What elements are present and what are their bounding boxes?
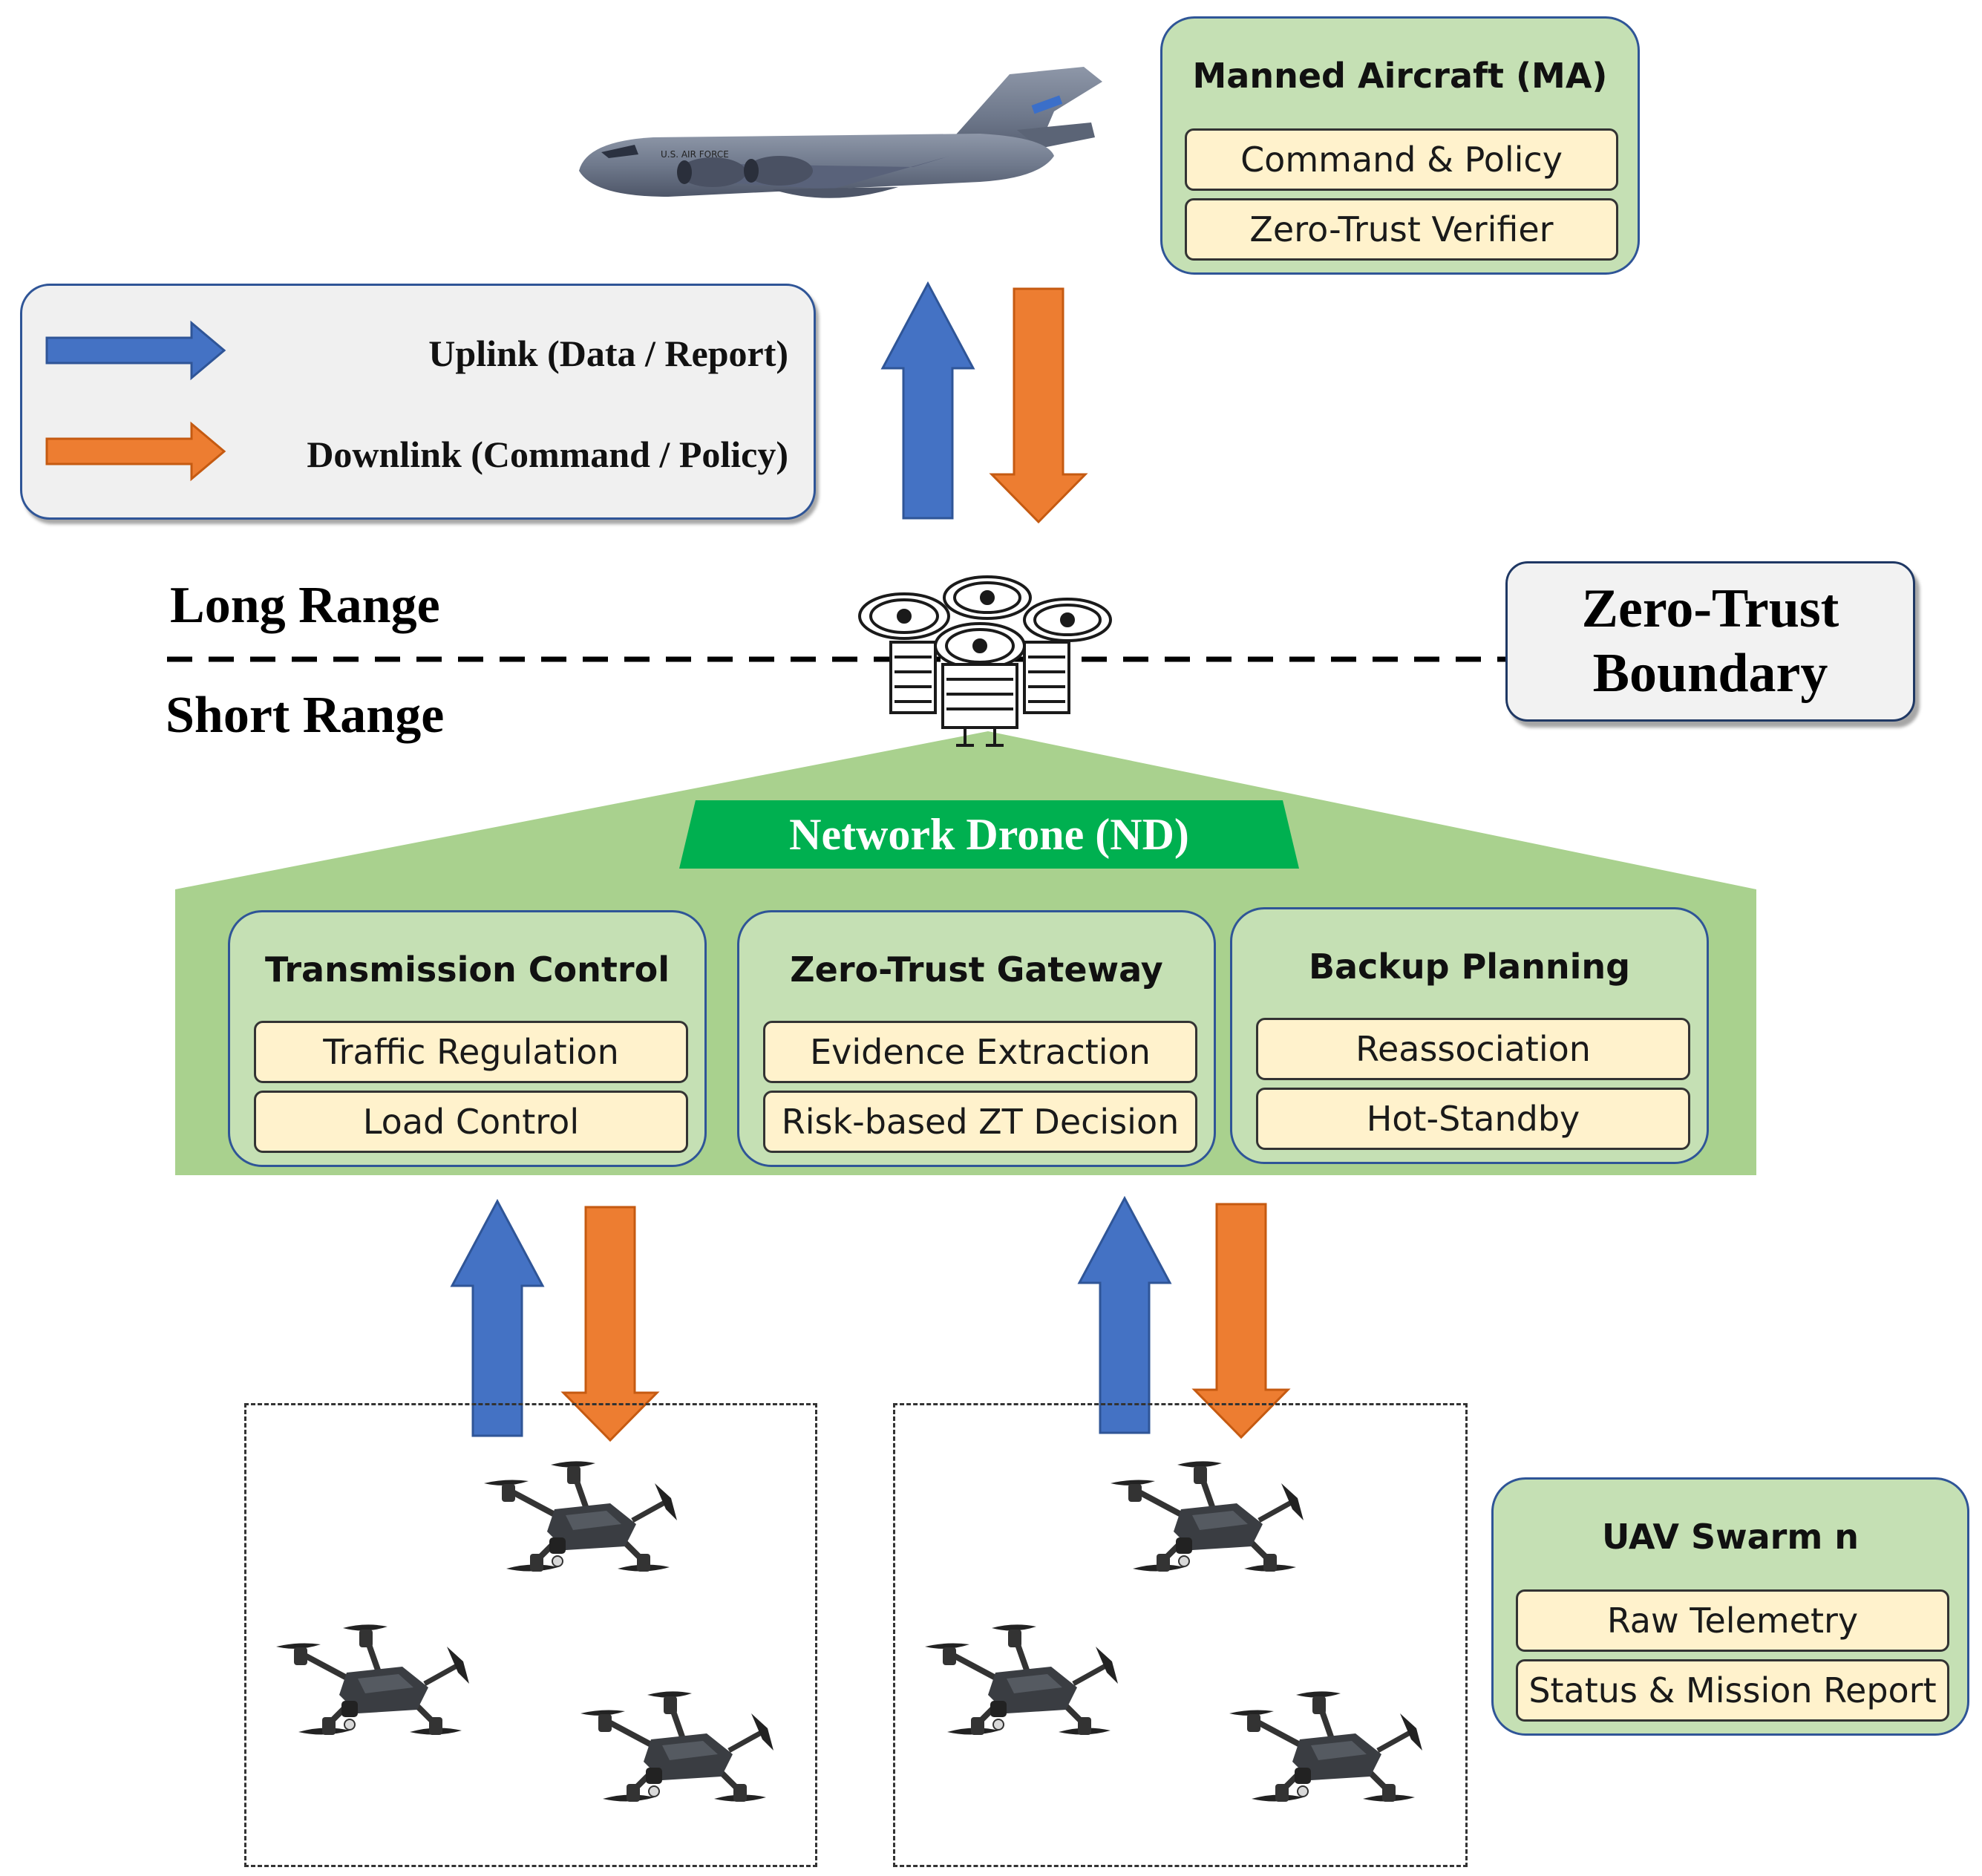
uplink-arrow-swarm-2 xyxy=(1077,1195,1172,1434)
quadcopter-drone-icon xyxy=(477,1450,692,1591)
network-drone-title: Network Drone (ND) xyxy=(789,810,1189,859)
network-drone-title-banner xyxy=(679,800,1299,869)
transmission-control-module: Transmission Control Traffic Regulation … xyxy=(228,910,707,1167)
aircraft-icon: U.S. AIR FORCE xyxy=(579,67,1102,198)
uav-swarm-panel: UAV Swarm n Raw Telemetry Status & Missi… xyxy=(1491,1477,1969,1736)
quadcopter-drone-icon xyxy=(1222,1680,1437,1821)
manned-aircraft-title: Manned Aircraft (MA) xyxy=(1192,56,1608,96)
reassociation-item: Reassociation xyxy=(1256,1018,1690,1080)
short-range-label: Short Range xyxy=(166,687,445,744)
network-drone-icon xyxy=(858,575,1112,747)
status-mission-report-item: Status & Mission Report xyxy=(1516,1659,1949,1722)
zero-trust-verifier-item: Zero-Trust Verifier xyxy=(1185,198,1618,261)
hot-standby-item: Hot-Standby xyxy=(1256,1088,1690,1150)
zero-trust-boundary-line1: Zero-Trust xyxy=(1581,578,1839,639)
quadcopter-drone-icon xyxy=(269,1613,484,1754)
quadcopter-drone-icon xyxy=(573,1680,788,1821)
load-control-item: Load Control xyxy=(254,1091,688,1153)
quadcopter-drone-icon xyxy=(1103,1450,1318,1591)
uplink-legend-arrow xyxy=(45,320,226,381)
downlink-arrow-swarm-1 xyxy=(560,1206,660,1442)
zero-trust-gateway-module: Zero-Trust Gateway Evidence Extraction R… xyxy=(737,910,1216,1167)
uav-swarm-group-1 xyxy=(244,1403,817,1867)
transmission-control-title: Transmission Control xyxy=(265,950,670,990)
zero-trust-boundary-box: Zero-Trust Boundary xyxy=(1505,561,1915,722)
downlink-legend-arrow xyxy=(45,421,226,482)
long-range-label: Long Range xyxy=(170,577,440,634)
uav-swarm-title: UAV Swarm n xyxy=(1601,1517,1860,1557)
quadcopter-drone-icon xyxy=(918,1613,1133,1754)
downlink-arrow-long-range xyxy=(989,287,1088,524)
evidence-extraction-item: Evidence Extraction xyxy=(763,1021,1197,1083)
backup-planning-module: Backup Planning Reassociation Hot-Standb… xyxy=(1230,907,1709,1164)
risk-based-zt-decision-item: Risk-based ZT Decision xyxy=(763,1091,1197,1153)
legend: Uplink (Data / Report) Downlink (Command… xyxy=(20,284,816,520)
uav-swarm-group-2 xyxy=(893,1403,1468,1867)
command-policy-item: Command & Policy xyxy=(1185,128,1618,191)
svg-text:U.S. AIR FORCE: U.S. AIR FORCE xyxy=(661,149,729,160)
downlink-arrow-swarm-2 xyxy=(1191,1203,1291,1439)
backup-planning-title: Backup Planning xyxy=(1308,947,1631,987)
raw-telemetry-item: Raw Telemetry xyxy=(1516,1589,1949,1652)
uplink-arrow-swarm-1 xyxy=(450,1198,545,1437)
zero-trust-boundary-line xyxy=(167,656,1522,662)
uplink-arrow-long-range xyxy=(880,281,975,520)
traffic-regulation-item: Traffic Regulation xyxy=(254,1021,688,1083)
manned-aircraft-panel: Manned Aircraft (MA) Command & Policy Ze… xyxy=(1160,16,1640,275)
downlink-legend-label: Downlink (Command / Policy) xyxy=(307,434,788,475)
zero-trust-boundary-line2: Boundary xyxy=(1592,643,1828,704)
zero-trust-gateway-title: Zero-Trust Gateway xyxy=(790,950,1163,990)
uplink-legend-label: Uplink (Data / Report) xyxy=(428,333,788,374)
